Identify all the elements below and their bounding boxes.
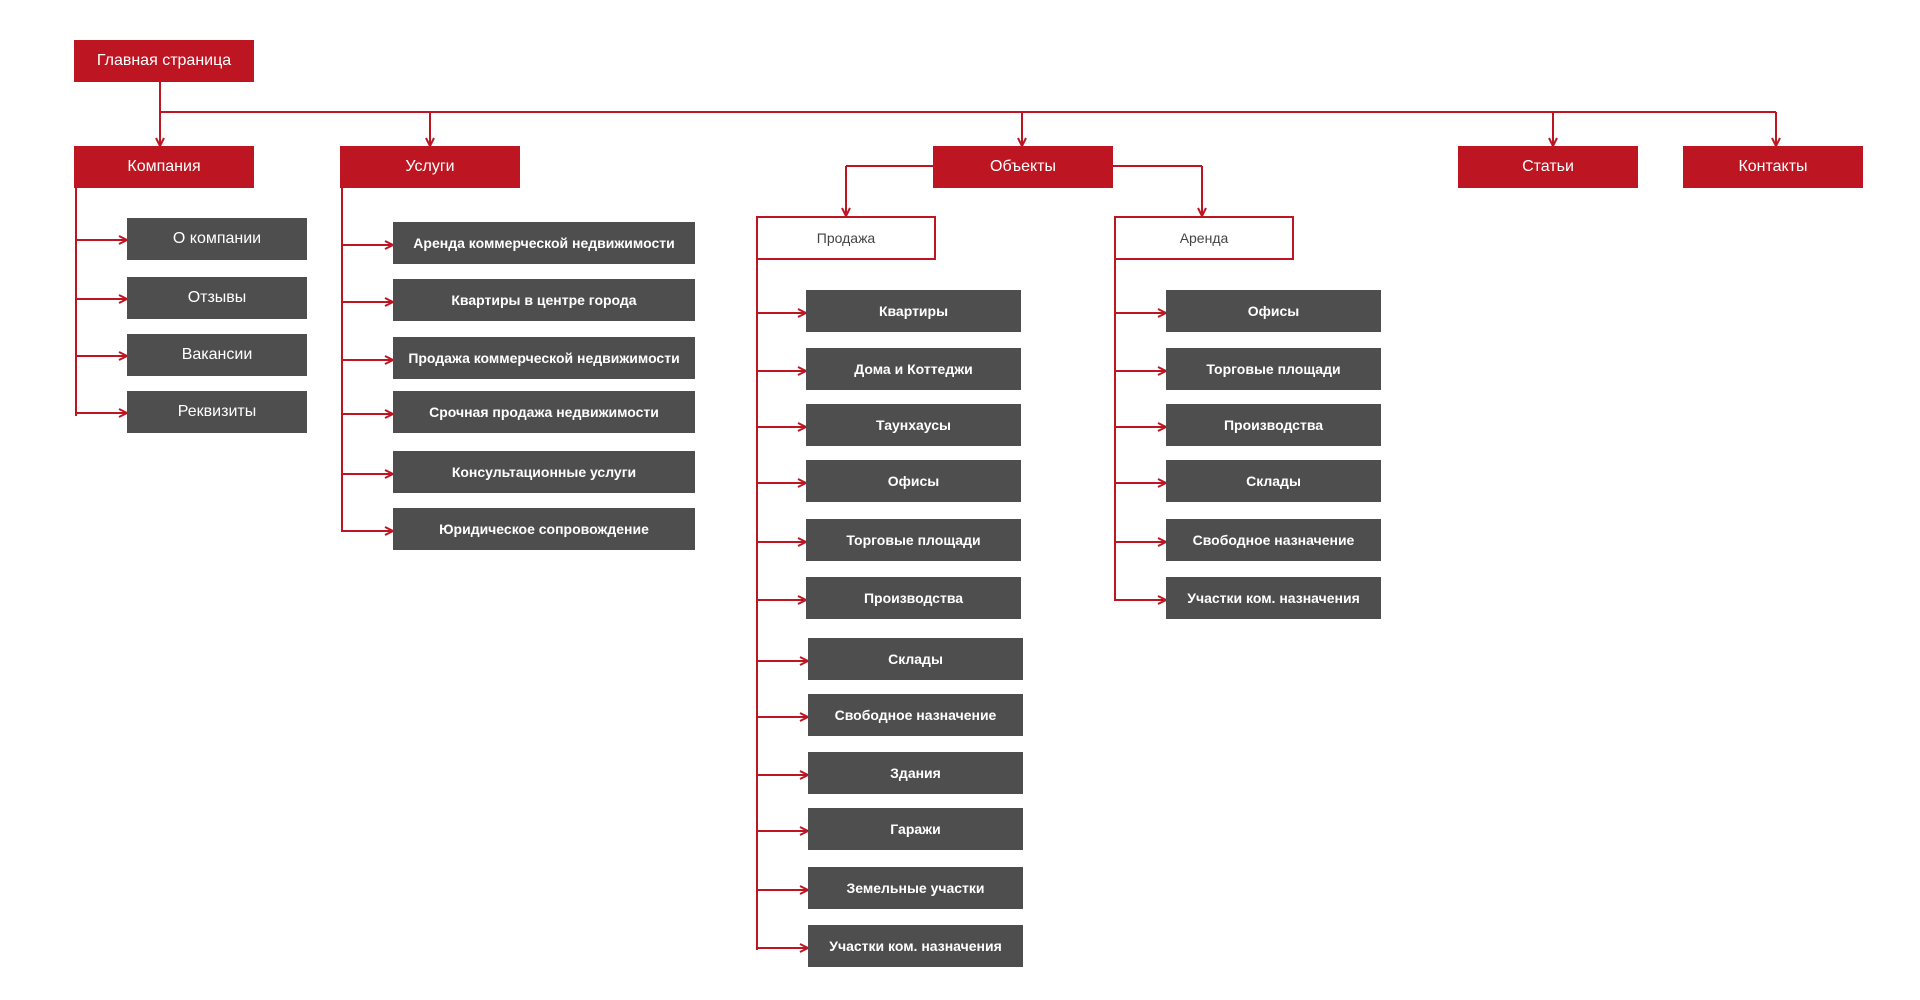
node-label: Производства <box>863 590 964 606</box>
node-label: Офисы <box>887 473 940 489</box>
node-label: Производства <box>1223 417 1324 433</box>
sale-item[interactable]: Участки ком. назначения <box>808 925 1023 967</box>
company-item[interactable]: Вакансии <box>127 334 307 376</box>
sale-item[interactable]: Квартиры <box>806 290 1021 332</box>
node-label: Квартиры в центре города <box>451 292 637 308</box>
node-label: Главная страница <box>96 52 232 69</box>
rent-item[interactable]: Торговые площади <box>1166 348 1381 390</box>
node-label: Реквизиты <box>177 403 257 420</box>
node-label: Здания <box>890 765 941 781</box>
section-articles[interactable]: Статьи <box>1458 146 1638 188</box>
node-label: Консультационные услуги <box>451 464 637 480</box>
rent-item[interactable]: Участки ком. назначения <box>1166 577 1381 619</box>
sale-item[interactable]: Офисы <box>806 460 1021 502</box>
node-label: Продажа <box>816 230 876 246</box>
services-item[interactable]: Консультационные услуги <box>393 451 695 493</box>
node-label: Склады <box>1246 473 1301 489</box>
node-label: Торговые площади <box>846 532 981 548</box>
section-contacts[interactable]: Контакты <box>1683 146 1863 188</box>
node-label: Квартиры <box>878 303 949 319</box>
node-label: Офисы <box>1247 303 1300 319</box>
objects-group-rent[interactable]: Аренда <box>1114 216 1294 260</box>
home-page-node[interactable]: Главная страница <box>74 40 254 82</box>
node-label: Таунхаусы <box>876 417 951 433</box>
objects-group-sale[interactable]: Продажа <box>756 216 936 260</box>
sale-item[interactable]: Склады <box>808 638 1023 680</box>
services-item[interactable]: Квартиры в центре города <box>393 279 695 321</box>
node-label: Аренда <box>1179 230 1229 246</box>
services-item[interactable]: Юридическое сопровождение <box>393 508 695 550</box>
node-label: Дома и Коттеджи <box>854 361 973 377</box>
node-label: Срочная продажа недвижимости <box>429 404 659 420</box>
section-services[interactable]: Услуги <box>340 146 520 188</box>
node-label: Продажа коммерческой недвижимости <box>408 350 680 366</box>
rent-item[interactable]: Свободное назначение <box>1166 519 1381 561</box>
sale-item[interactable]: Дома и Коттеджи <box>806 348 1021 390</box>
node-label: Объекты <box>990 158 1056 175</box>
node-label: Склады <box>888 651 943 667</box>
services-item[interactable]: Аренда коммерческой недвижимости <box>393 222 695 264</box>
node-label: Участки ком. назначения <box>829 938 1002 954</box>
node-label: Земельные участки <box>846 880 985 896</box>
company-item[interactable]: Отзывы <box>127 277 307 319</box>
sale-item[interactable]: Гаражи <box>808 808 1023 850</box>
sale-item[interactable]: Свободное назначение <box>808 694 1023 736</box>
services-item[interactable]: Продажа коммерческой недвижимости <box>393 337 695 379</box>
node-label: Статьи <box>1522 158 1574 175</box>
node-label: Свободное назначение <box>1192 532 1355 548</box>
rent-item[interactable]: Офисы <box>1166 290 1381 332</box>
section-company[interactable]: Компания <box>74 146 254 188</box>
sale-item[interactable]: Производства <box>806 577 1021 619</box>
company-item[interactable]: О компании <box>127 218 307 260</box>
node-label: Услуги <box>405 158 455 175</box>
company-item[interactable]: Реквизиты <box>127 391 307 433</box>
rent-item[interactable]: Склады <box>1166 460 1381 502</box>
services-item[interactable]: Срочная продажа недвижимости <box>393 391 695 433</box>
node-label: Аренда коммерческой недвижимости <box>413 235 675 251</box>
section-objects[interactable]: Объекты <box>933 146 1113 188</box>
node-label: Отзывы <box>187 289 247 306</box>
node-label: О компании <box>172 230 262 247</box>
sale-item[interactable]: Торговые площади <box>806 519 1021 561</box>
node-label: Юридическое сопровождение <box>439 521 649 537</box>
node-label: Участки ком. назначения <box>1187 590 1360 606</box>
node-label: Торговые площади <box>1206 361 1341 377</box>
rent-item[interactable]: Производства <box>1166 404 1381 446</box>
node-label: Гаражи <box>890 821 941 837</box>
node-label: Компания <box>127 158 201 175</box>
node-label: Вакансии <box>181 346 253 363</box>
node-label: Свободное назначение <box>834 707 997 723</box>
node-label: Контакты <box>1738 158 1808 175</box>
sale-item[interactable]: Земельные участки <box>808 867 1023 909</box>
sale-item[interactable]: Таунхаусы <box>806 404 1021 446</box>
sale-item[interactable]: Здания <box>808 752 1023 794</box>
